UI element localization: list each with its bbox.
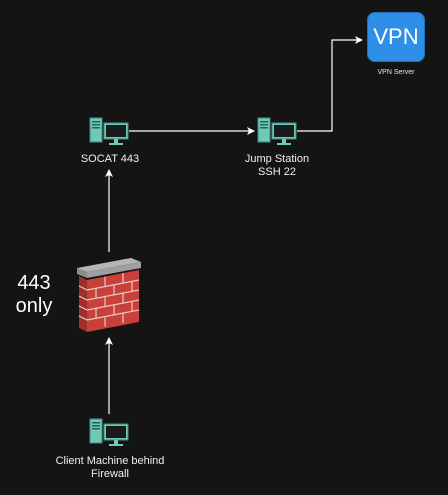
client-machine-label-line2: Firewall [91,468,129,480]
vpn-server-label: VPN Server [377,69,415,76]
client-machine-label: Client Machine behind Firewall [40,455,180,481]
firewall-rule-label: 443 only [4,272,64,318]
socat-label: SOCAT 443 [80,153,140,165]
jump-station-label-line1: Jump Station [244,153,310,165]
edge-jump-to-vpn [297,36,363,132]
jump-station-label: Jump Station SSH 22 [227,153,327,179]
jump-station-label-line2: SSH 22 [258,166,296,178]
client-machine-label-line1: Client Machine behind [55,455,165,467]
firewall-rule-line2: only [15,295,53,317]
vpn-icon-text: VPN [373,24,419,49]
firewall-rule-line1: 443 [17,272,51,294]
client-computer-icon[interactable] [89,418,131,448]
firewall-brick-icon[interactable] [75,254,143,334]
socat-computer-icon[interactable] [89,117,131,147]
vpn-server-icon[interactable]: VPN [367,12,425,62]
jump-station-computer-icon[interactable] [257,117,299,147]
